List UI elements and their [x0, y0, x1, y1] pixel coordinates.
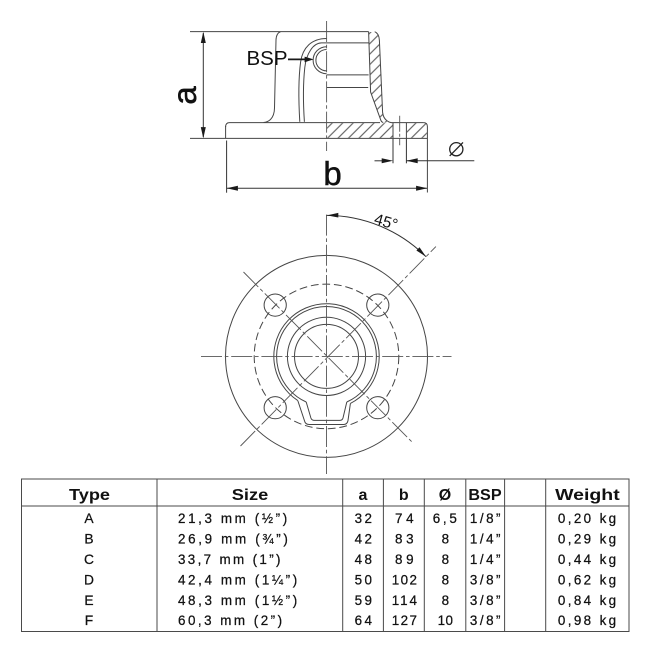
- svg-text:48,3 mm (1½”): 48,3 mm (1½”): [178, 593, 297, 608]
- svg-text:b: b: [399, 487, 409, 504]
- svg-text:48: 48: [355, 552, 372, 567]
- svg-text:8: 8: [442, 552, 449, 567]
- svg-text:1/8”: 1/8”: [470, 511, 501, 526]
- svg-text:Size: Size: [232, 487, 269, 504]
- svg-text:3/8”: 3/8”: [470, 613, 501, 628]
- svg-text:Type: Type: [69, 487, 110, 504]
- svg-text:8: 8: [442, 593, 449, 608]
- svg-text:6,5: 6,5: [433, 511, 457, 526]
- svg-text:42,4 mm (1¼”): 42,4 mm (1¼”): [178, 572, 297, 587]
- svg-text:26,9 mm (¾”): 26,9 mm (¾”): [178, 532, 288, 547]
- svg-text:74: 74: [395, 511, 414, 526]
- svg-text:64: 64: [355, 613, 373, 628]
- svg-text:102: 102: [392, 572, 417, 587]
- svg-text:0,44 kg: 0,44 kg: [558, 552, 616, 567]
- svg-text:0,20 kg: 0,20 kg: [558, 511, 616, 526]
- svg-text:a: a: [359, 487, 368, 504]
- svg-text:59: 59: [355, 593, 372, 608]
- svg-text:83: 83: [395, 532, 414, 547]
- svg-text:89: 89: [395, 552, 414, 567]
- svg-text:F: F: [85, 613, 93, 628]
- svg-text:C: C: [84, 552, 94, 567]
- svg-text:B: B: [84, 532, 93, 547]
- svg-text:114: 114: [392, 593, 418, 608]
- svg-text:A: A: [84, 511, 94, 526]
- svg-text:Weight: Weight: [555, 487, 620, 504]
- svg-text:60,3 mm (2”): 60,3 mm (2”): [178, 613, 282, 628]
- svg-text:1/4”: 1/4”: [470, 532, 501, 547]
- svg-text:3/8”: 3/8”: [470, 593, 501, 608]
- svg-text:42: 42: [355, 532, 372, 547]
- svg-text:3/8”: 3/8”: [470, 572, 501, 587]
- svg-text:a: a: [166, 86, 203, 105]
- svg-text:127: 127: [392, 613, 417, 628]
- svg-text:D: D: [84, 572, 94, 587]
- svg-text:0,29 kg: 0,29 kg: [558, 532, 616, 547]
- svg-text:21,3 mm (½”): 21,3 mm (½”): [178, 511, 287, 526]
- svg-text:33,7 mm (1”): 33,7 mm (1”): [178, 552, 281, 567]
- svg-text:Ø: Ø: [439, 487, 451, 504]
- svg-text:50: 50: [355, 572, 372, 587]
- svg-text:BSP: BSP: [468, 487, 502, 504]
- svg-text:32: 32: [355, 511, 372, 526]
- svg-text:0,84 kg: 0,84 kg: [558, 593, 616, 608]
- svg-text:8: 8: [442, 572, 449, 587]
- svg-text:E: E: [84, 593, 93, 608]
- svg-text:0,62 kg: 0,62 kg: [558, 572, 616, 587]
- svg-text:8: 8: [442, 532, 449, 547]
- svg-text:BSP: BSP: [247, 47, 288, 70]
- svg-text:0,98 kg: 0,98 kg: [558, 613, 616, 628]
- svg-text:10: 10: [438, 613, 453, 628]
- svg-text:b: b: [323, 155, 341, 192]
- svg-text:1/4”: 1/4”: [470, 552, 501, 567]
- svg-text:45°: 45°: [372, 211, 399, 234]
